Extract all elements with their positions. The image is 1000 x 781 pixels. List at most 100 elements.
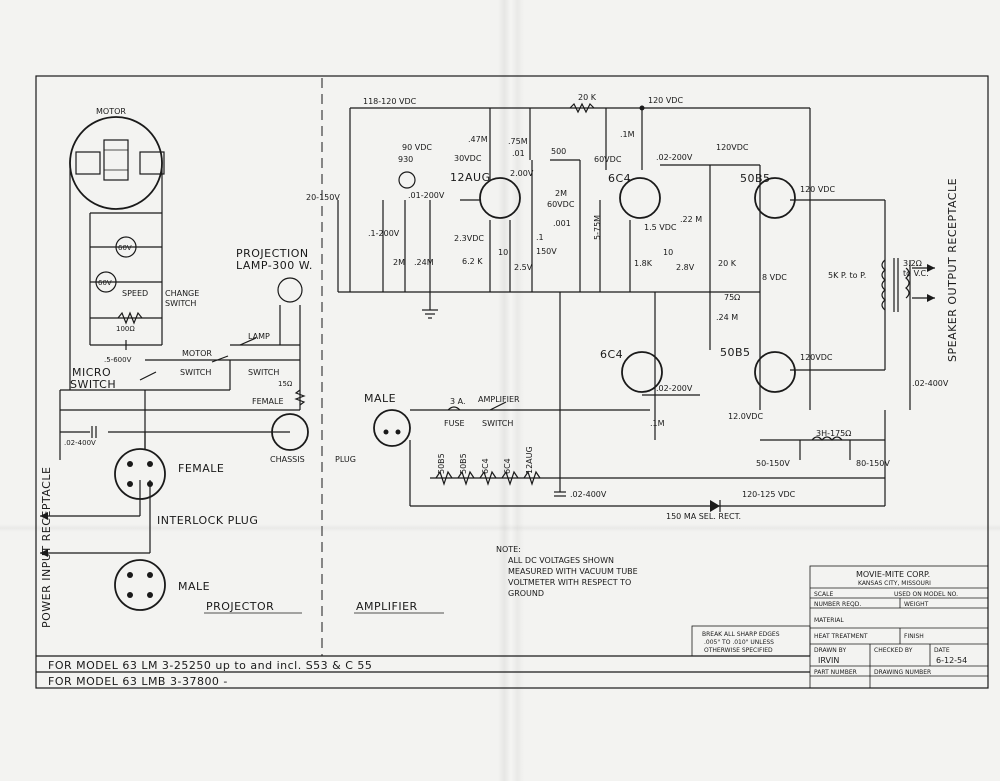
cap-01-200-label: .01-200V — [408, 191, 445, 200]
cap-5-600v-label: .5-600V — [104, 356, 132, 364]
choke-3h — [811, 436, 843, 441]
chassis-plug-female — [271, 413, 309, 451]
tube-6c4-2 — [621, 351, 663, 393]
resistor-15-ohm — [294, 389, 306, 406]
motor-switch — [211, 355, 229, 363]
resistor-1-8k-label: 1.8K — [634, 259, 653, 268]
micro-label: MICRO — [72, 366, 111, 379]
note-title: NOTE: — [496, 545, 521, 554]
voltage-120-c-label: 120VDC — [800, 353, 833, 362]
lamp-switch — [239, 337, 257, 346]
cap-20-150-label: 20-150V — [306, 193, 340, 202]
lamp-60v-label-1: 60V — [118, 244, 132, 252]
tb-edges-1: BREAK ALL SHARP EDGES — [702, 631, 780, 638]
note-line-1: ALL DC VOLTAGES SHOWN — [508, 556, 614, 565]
resistor-1m-label: .1M — [620, 130, 635, 139]
resistor-100-ohm — [117, 311, 143, 325]
resistor-20k — [569, 102, 595, 114]
voltage-90-label: 90 VDC — [402, 143, 432, 152]
paper-fold-horizontal — [0, 524, 1000, 532]
projection-lamp-label-2: LAMP-300 W. — [236, 259, 313, 272]
output-transformer — [881, 258, 935, 312]
female-top-label: FEMALE — [252, 397, 284, 406]
tb-edges-3: OTHERWISE SPECIFIED — [704, 647, 773, 654]
projection-lamp — [277, 277, 303, 303]
tube-12au6-label: 12AUG — [450, 171, 491, 184]
tube-50b5-label-1: 50B5 — [740, 172, 771, 185]
voltage-60dc-label: 60VDC — [547, 200, 575, 209]
pilot-lamp-60v-1 — [115, 236, 137, 258]
heater-6c4-1: 6C4 — [481, 458, 490, 474]
voltage-2v-label: 2.00V — [510, 169, 534, 178]
female-label: FEMALE — [178, 462, 224, 475]
plug-label: PLUG — [335, 455, 356, 464]
title-block — [691, 565, 989, 689]
resistor-24m-label: .24M — [414, 258, 434, 267]
speaker-output-receptacle-label: SPEAKER OUTPUT RECEPTACLE — [946, 178, 959, 362]
resistor-2m-label: 2M — [393, 258, 405, 267]
tb-city: KANSAS CITY, MISSOURI — [858, 580, 931, 587]
voltage-120-top-label: 120 VDC — [648, 96, 683, 105]
drawing-border — [35, 75, 989, 689]
tube-50b5-2 — [754, 351, 796, 393]
transformer-5k-label: 5K P. to P. — [828, 271, 866, 280]
transformer-3-2-label: 3.2Ω — [903, 259, 922, 268]
speed-label: SPEED — [122, 289, 148, 298]
lamp-switch-label-1: LAMP — [248, 332, 270, 341]
tb-finish: FINISH — [904, 633, 924, 640]
voltage-60-label: 60VDC — [594, 155, 622, 164]
note-line-2: MEASURED WITH VACUUM TUBE — [508, 567, 638, 576]
selenium-rectifier — [710, 500, 720, 512]
pot-2m-label: 2M — [555, 189, 567, 198]
voltage-118-120-label: 118-120 VDC — [363, 97, 417, 106]
projector-section-label: PROJECTOR — [206, 600, 274, 613]
model-line-1: FOR MODEL 63 LM 3-25250 up to and incl. … — [48, 659, 372, 672]
motor-switch-label-2: SWITCH — [180, 368, 211, 377]
tube-6c4-label: 6C4 — [608, 172, 631, 185]
amplifier-switch-label-2: SWITCH — [482, 419, 513, 428]
amplifier-wiring — [337, 107, 911, 507]
cap-10-label: 10 — [663, 248, 673, 257]
note-line-4: GROUND — [508, 589, 544, 598]
voltage-2-8-label: 2.8V — [676, 263, 695, 272]
paper-fold — [498, 0, 524, 781]
male-label: MALE — [178, 580, 210, 593]
heater-string: 50B5 50B5 6C4 6C4 12AUG — [435, 446, 541, 486]
motor-label: MOTOR — [96, 107, 126, 116]
fuse-rating-label: 3 A. — [450, 397, 466, 406]
resistor-20k-2-label: 20 K — [718, 259, 737, 268]
change-label: CHANGE — [165, 289, 199, 298]
tb-edges-2: .005" TO .010" UNLESS — [704, 639, 774, 646]
cap-10b-label: 10 — [498, 248, 508, 257]
tb-drawn-by: DRAWN BY — [814, 647, 846, 654]
capacitor-01-label: .01 — [512, 149, 525, 158]
voltage-2-5-label: 2.5V — [514, 263, 533, 272]
resistor-24m-2-label: .24 M — [716, 313, 738, 322]
tb-company: MOVIE-MITE CORP. — [856, 570, 930, 579]
projector-wiring — [40, 160, 301, 557]
resistor-15-label: 15Ω — [278, 380, 292, 388]
tb-heat-treatment: HEAT TREATMENT — [814, 633, 868, 640]
voltage-120-50b5-label: 120VDC — [716, 143, 749, 152]
tb-checked-by: CHECKED BY — [874, 647, 913, 654]
heater-12au6: 12AUG — [525, 446, 534, 474]
lamp-60v-label-2: 60V — [98, 279, 112, 287]
amplifier-switch — [489, 401, 507, 411]
tube-12au6 — [479, 177, 521, 219]
amp-male-plug — [373, 409, 411, 447]
note-line-3: VOLTMETER WITH RESPECT TO — [508, 578, 631, 587]
capacitor-02-200-b-label: .02-200V — [656, 384, 693, 393]
resistor-22m-label: .22 M — [680, 215, 702, 224]
voltage-30-label: 30VDC — [454, 154, 482, 163]
motor-symbol — [69, 116, 165, 210]
photocell-930 — [398, 171, 416, 189]
interlock-male-plug — [114, 559, 166, 611]
chassis-label: CHASSIS — [270, 455, 305, 464]
cap-02-400-c-label: .02-400V — [570, 490, 607, 499]
fuse-3a — [447, 406, 461, 411]
resistor-6-2k-label: 6.2 K — [462, 257, 483, 266]
interlock-plug-label: INTERLOCK PLUG — [157, 514, 258, 527]
capacitor-500-label: 500 — [551, 147, 566, 156]
